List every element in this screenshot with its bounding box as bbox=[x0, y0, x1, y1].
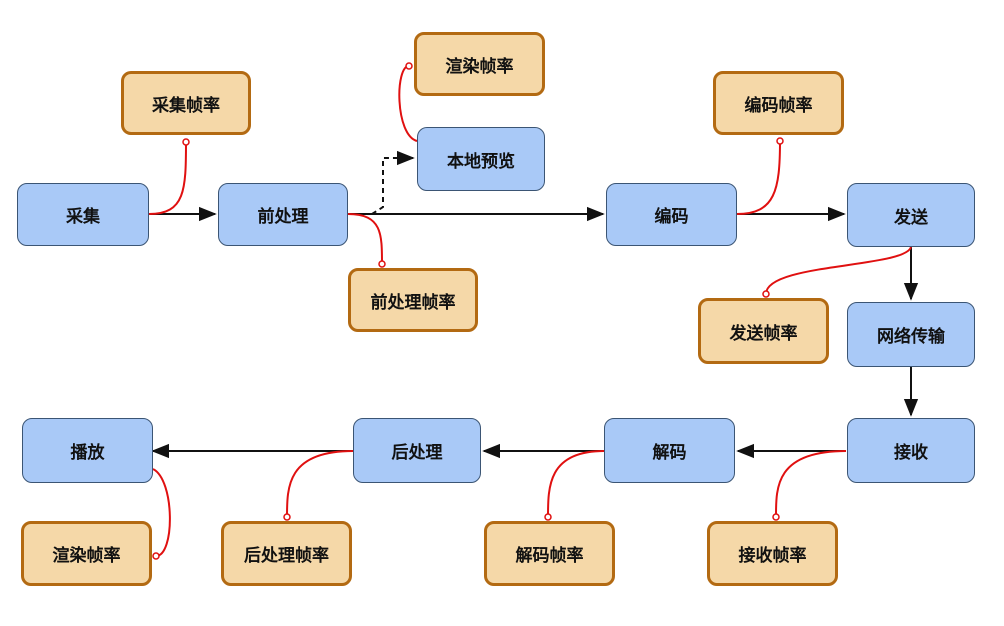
node-capture: 采集 bbox=[17, 183, 149, 246]
arrow-preprocess-to-preview-dashed bbox=[371, 150, 415, 215]
link-render-rate-top bbox=[398, 65, 418, 142]
rate-decode: 解码帧率 bbox=[484, 521, 615, 586]
node-send: 发送 bbox=[847, 183, 975, 247]
rate-postprocess: 后处理帧率 bbox=[221, 521, 352, 586]
link-postprocess-rate bbox=[286, 450, 354, 518]
link-end-circles bbox=[152, 62, 784, 560]
node-preprocess: 前处理 bbox=[218, 183, 348, 246]
link-receive-rate bbox=[774, 450, 847, 518]
link-send-rate bbox=[765, 246, 912, 295]
rate-send: 发送帧率 bbox=[698, 298, 829, 364]
node-play: 播放 bbox=[22, 418, 153, 483]
link-encode-rate bbox=[736, 140, 781, 215]
node-receive: 接收 bbox=[847, 418, 975, 483]
rate-render-top: 渲染帧率 bbox=[414, 32, 545, 96]
link-capture-rate bbox=[148, 141, 187, 215]
rate-encode: 编码帧率 bbox=[713, 71, 844, 135]
node-decode: 解码 bbox=[604, 418, 735, 483]
rate-receive: 接收帧率 bbox=[707, 521, 838, 586]
node-postprocess: 后处理 bbox=[353, 418, 481, 483]
node-encode: 编码 bbox=[606, 183, 737, 246]
node-network: 网络传输 bbox=[847, 302, 975, 367]
link-decode-rate bbox=[547, 450, 605, 518]
node-local-preview: 本地预览 bbox=[417, 127, 545, 191]
link-preprocess-rate bbox=[347, 213, 383, 265]
rate-preprocess: 前处理帧率 bbox=[348, 268, 478, 332]
rate-capture: 采集帧率 bbox=[121, 71, 251, 135]
rate-links bbox=[148, 65, 912, 557]
rate-render-bottom: 渲染帧率 bbox=[21, 521, 152, 586]
link-render-rate-bottom bbox=[152, 468, 171, 557]
